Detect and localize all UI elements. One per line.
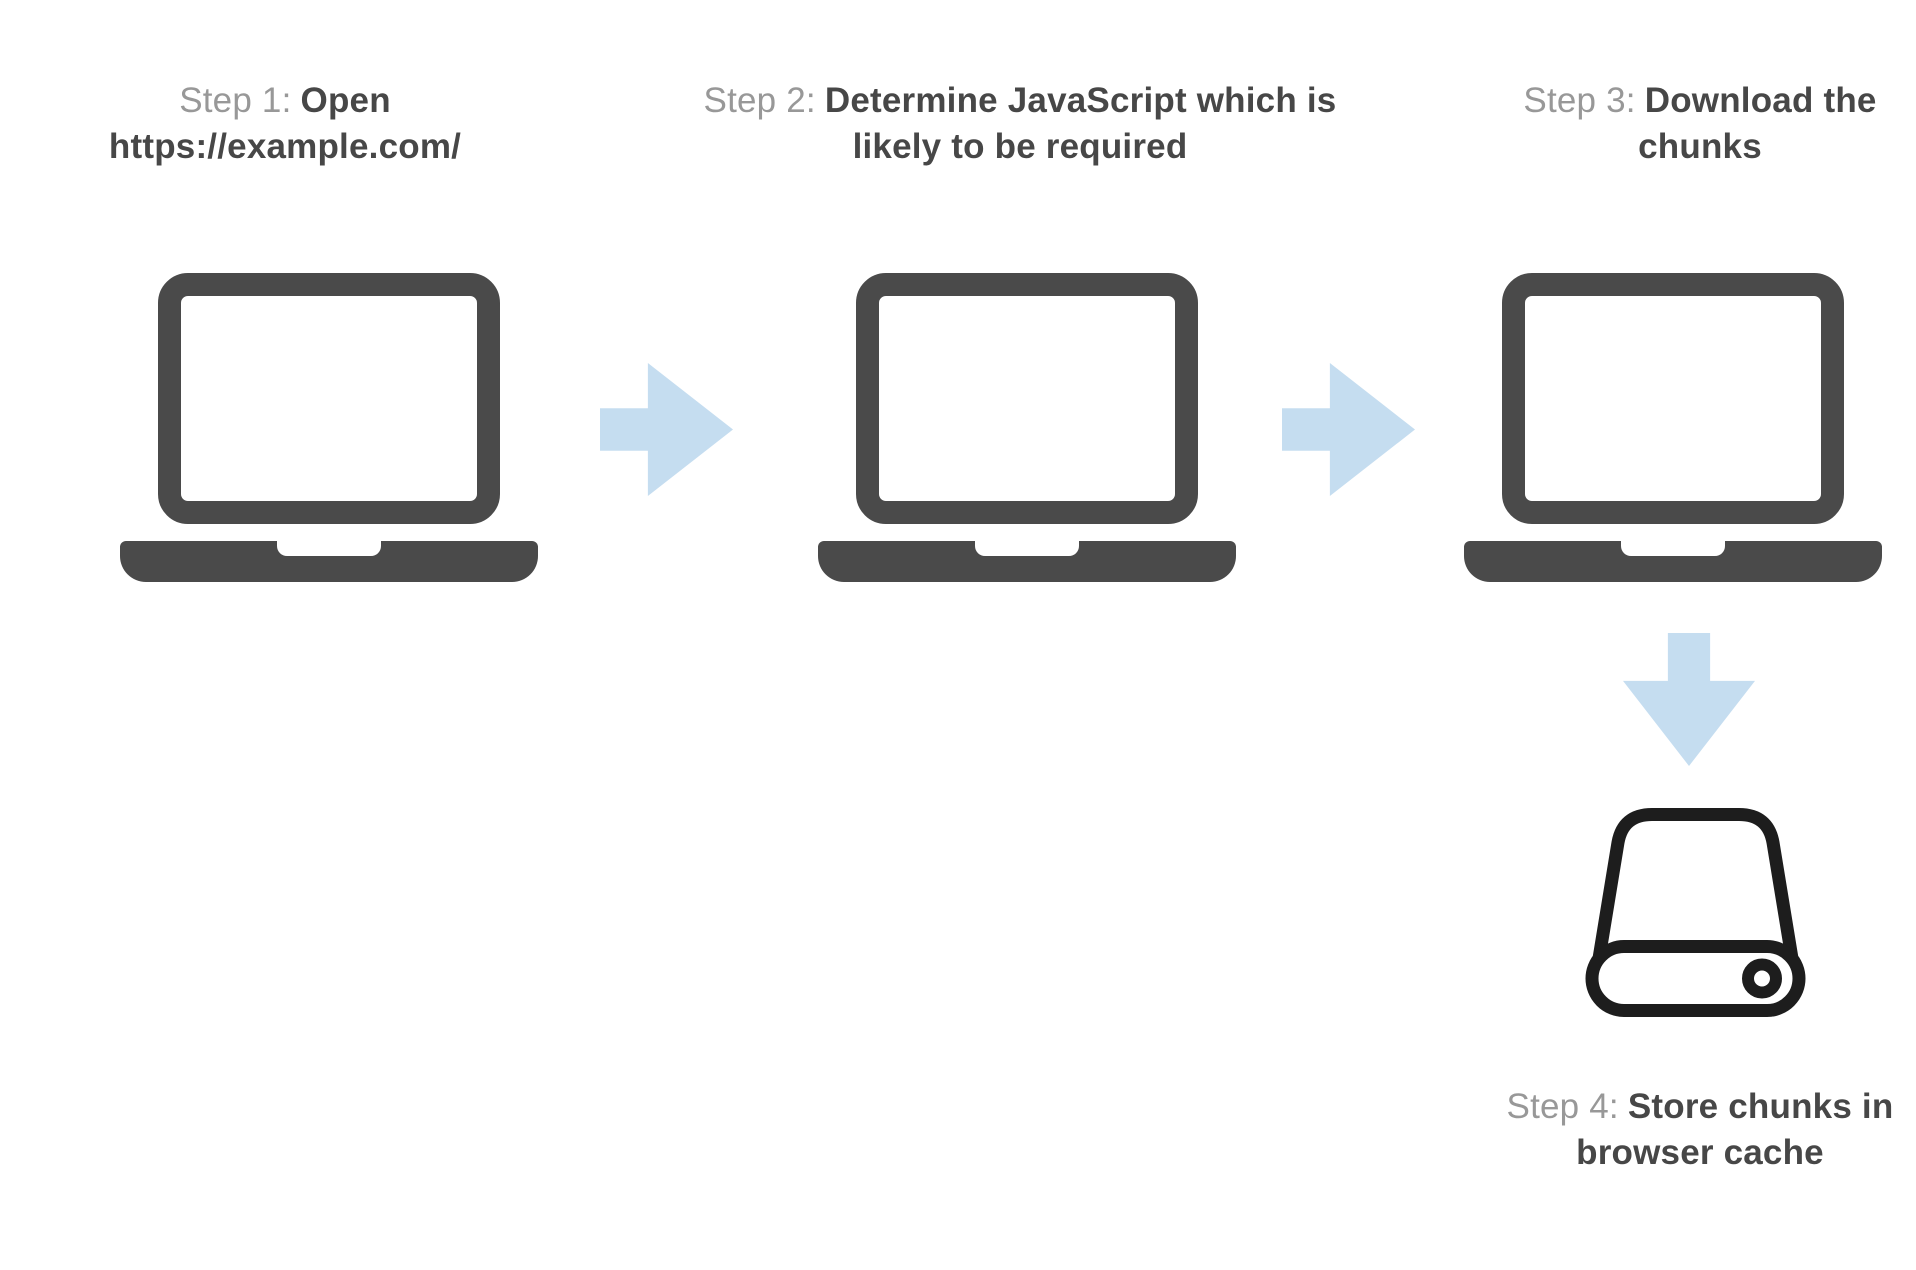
laptop-icon — [120, 273, 538, 583]
step-3-caption: Step 3:Download the chunks — [1460, 78, 1916, 170]
laptop-screen — [158, 273, 500, 524]
step-1-prefix: Step 1: — [179, 81, 292, 120]
laptop-base-notch — [277, 541, 381, 556]
arrow-right-icon — [1282, 363, 1415, 496]
arrow-right-icon — [600, 363, 733, 496]
flow-diagram: Step 1:Open https://example.com/ Step 2:… — [40, 16, 1916, 1254]
step-4-prefix: Step 4: — [1506, 1087, 1619, 1126]
step-4-caption: Step 4:Store chunks in browser cache — [1440, 1084, 1916, 1176]
hard-drive-icon — [1585, 808, 1806, 1017]
laptop-icon — [818, 273, 1236, 583]
step-3-prefix: Step 3: — [1523, 81, 1636, 120]
step-3-title: Download the chunks — [1638, 81, 1877, 166]
laptop-icon — [1464, 273, 1882, 583]
laptop-base-notch — [975, 541, 1079, 556]
step-2-title: Determine JavaScript which is likely to … — [824, 81, 1337, 166]
step-4-title: Store chunks in browser cache — [1576, 1087, 1894, 1172]
arrow-down-icon — [1623, 633, 1755, 766]
step-1-caption: Step 1:Open https://example.com/ — [70, 78, 500, 170]
step-2-caption: Step 2:Determine JavaScript which is lik… — [700, 78, 1340, 170]
step-2-prefix: Step 2: — [703, 81, 816, 120]
laptop-screen — [1502, 273, 1844, 524]
step-1-title: Open https://example.com/ — [108, 81, 462, 166]
laptop-screen — [856, 273, 1198, 524]
laptop-base-notch — [1621, 541, 1725, 556]
